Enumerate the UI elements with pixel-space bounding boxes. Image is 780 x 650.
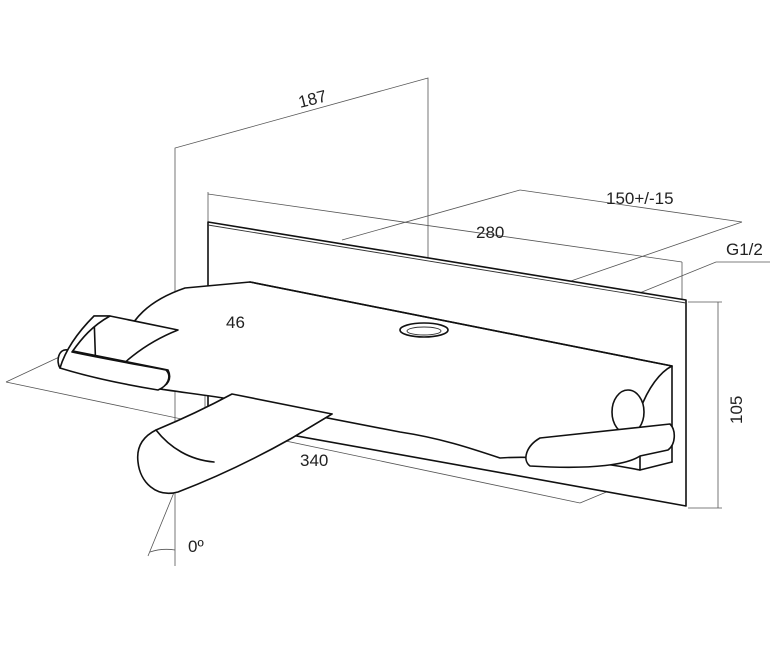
left-handle-lever: [59, 315, 170, 391]
label-46: 46: [226, 313, 245, 332]
spout-shape: [136, 393, 333, 495]
right-handle: [525, 423, 676, 469]
dim-280-line: [207, 193, 683, 263]
left-handle: [57, 315, 179, 391]
spout-root: [291, 413, 333, 439]
label-150: 150+/-15: [606, 189, 674, 208]
diverter-outlet-inner: [406, 326, 442, 336]
dim-150-left-ext: [341, 189, 521, 241]
dim-340-line: [5, 381, 581, 504]
g12-leader: [631, 261, 770, 297]
label-g12: G1/2: [726, 240, 763, 259]
angle-spout-line: [147, 489, 176, 557]
label-340: 340: [300, 451, 328, 470]
label-105: 105: [727, 396, 746, 424]
right-handle-lever: [525, 423, 676, 469]
angle-arc: [149, 548, 176, 553]
label-187: 187: [296, 87, 328, 112]
body-bottom-right: [639, 461, 673, 471]
dimension-labels: 187 150+/-15 280 G1/2 46 105 340 0º: [188, 87, 763, 556]
body-top-edge: [249, 281, 673, 367]
spout-inner-edge: [155, 429, 215, 463]
label-280: 280: [476, 223, 504, 242]
spout: [136, 393, 333, 495]
dim-150-line: [519, 189, 743, 223]
dim-150-right-ext: [567, 221, 743, 283]
label-0-degrees: 0º: [188, 537, 204, 556]
plate-top-bevel: [207, 224, 687, 304]
